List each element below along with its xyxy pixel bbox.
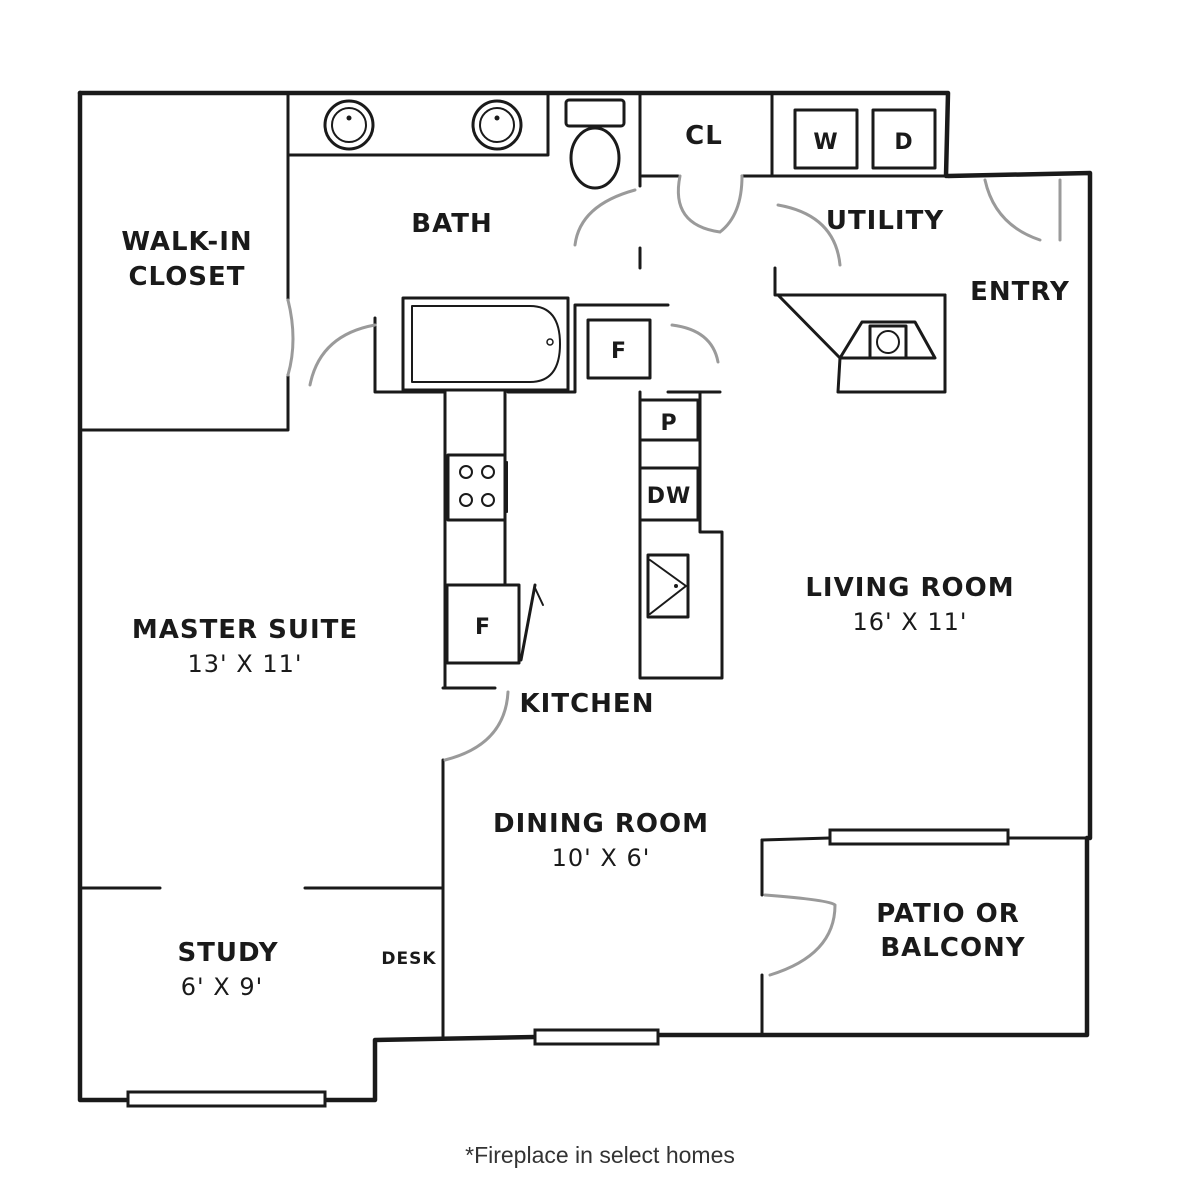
study-label: STUDY (177, 938, 278, 968)
pantry-icon: P (638, 398, 700, 442)
closet-label: CL (685, 121, 723, 151)
toilet-icon (564, 98, 626, 190)
study-size: 6' X 9' (181, 973, 263, 1001)
dryer-icon: D (871, 108, 937, 170)
master-suite-size: 13' X 11' (188, 650, 303, 678)
entry-label: ENTRY (970, 277, 1070, 307)
bath-fixtures: F (286, 91, 652, 392)
dryer-label: D (894, 130, 913, 155)
kitchen-label: KITCHEN (520, 689, 655, 719)
desk-label: DESK (381, 949, 436, 969)
kitchen-sink-icon (646, 553, 690, 619)
bathtub-icon (401, 296, 570, 392)
sink-right-icon (471, 99, 523, 151)
kitchen-counters: F P DW (443, 390, 724, 690)
kitchen-fridge-label: F (475, 615, 491, 640)
sink-left-icon (323, 99, 375, 151)
living-room-size: 16' X 11' (853, 608, 968, 636)
bath-label: BATH (411, 209, 492, 239)
dining-room-label: DINING ROOM (493, 809, 709, 839)
utility-label: UTILITY (826, 206, 944, 236)
walk-in-closet-label-line1: WALK-IN (121, 227, 252, 257)
washer-label: W (813, 130, 838, 155)
fireplace-icon (868, 324, 908, 360)
bath-fridge-label: F (611, 339, 627, 364)
pantry-label: P (660, 411, 677, 436)
bath-fridge-icon: F (586, 318, 652, 380)
dining-room-size: 10' X 6' (552, 844, 651, 872)
interior-walls (78, 91, 1089, 1039)
stove-icon (446, 453, 508, 522)
washer-icon: W (793, 108, 859, 170)
dishwasher-label: DW (647, 484, 692, 509)
master-suite-label: MASTER SUITE (132, 615, 358, 645)
utility-fixtures: W D (793, 108, 937, 360)
kitchen-fridge-icon: F (445, 583, 544, 665)
patio-label-line1: PATIO OR (876, 899, 1019, 929)
footnote: *Fireplace in select homes (465, 1142, 735, 1168)
dishwasher-icon: DW (638, 466, 700, 522)
windows (126, 828, 1010, 1108)
living-room-label: LIVING ROOM (805, 573, 1014, 603)
room-labels: WALK-IN CLOSET BATH CL UTILITY ENTRY MAS… (121, 121, 1070, 1001)
door-swings (286, 174, 1062, 977)
walk-in-closet-label-line2: CLOSET (128, 262, 245, 292)
patio-label-line2: BALCONY (880, 933, 1025, 963)
